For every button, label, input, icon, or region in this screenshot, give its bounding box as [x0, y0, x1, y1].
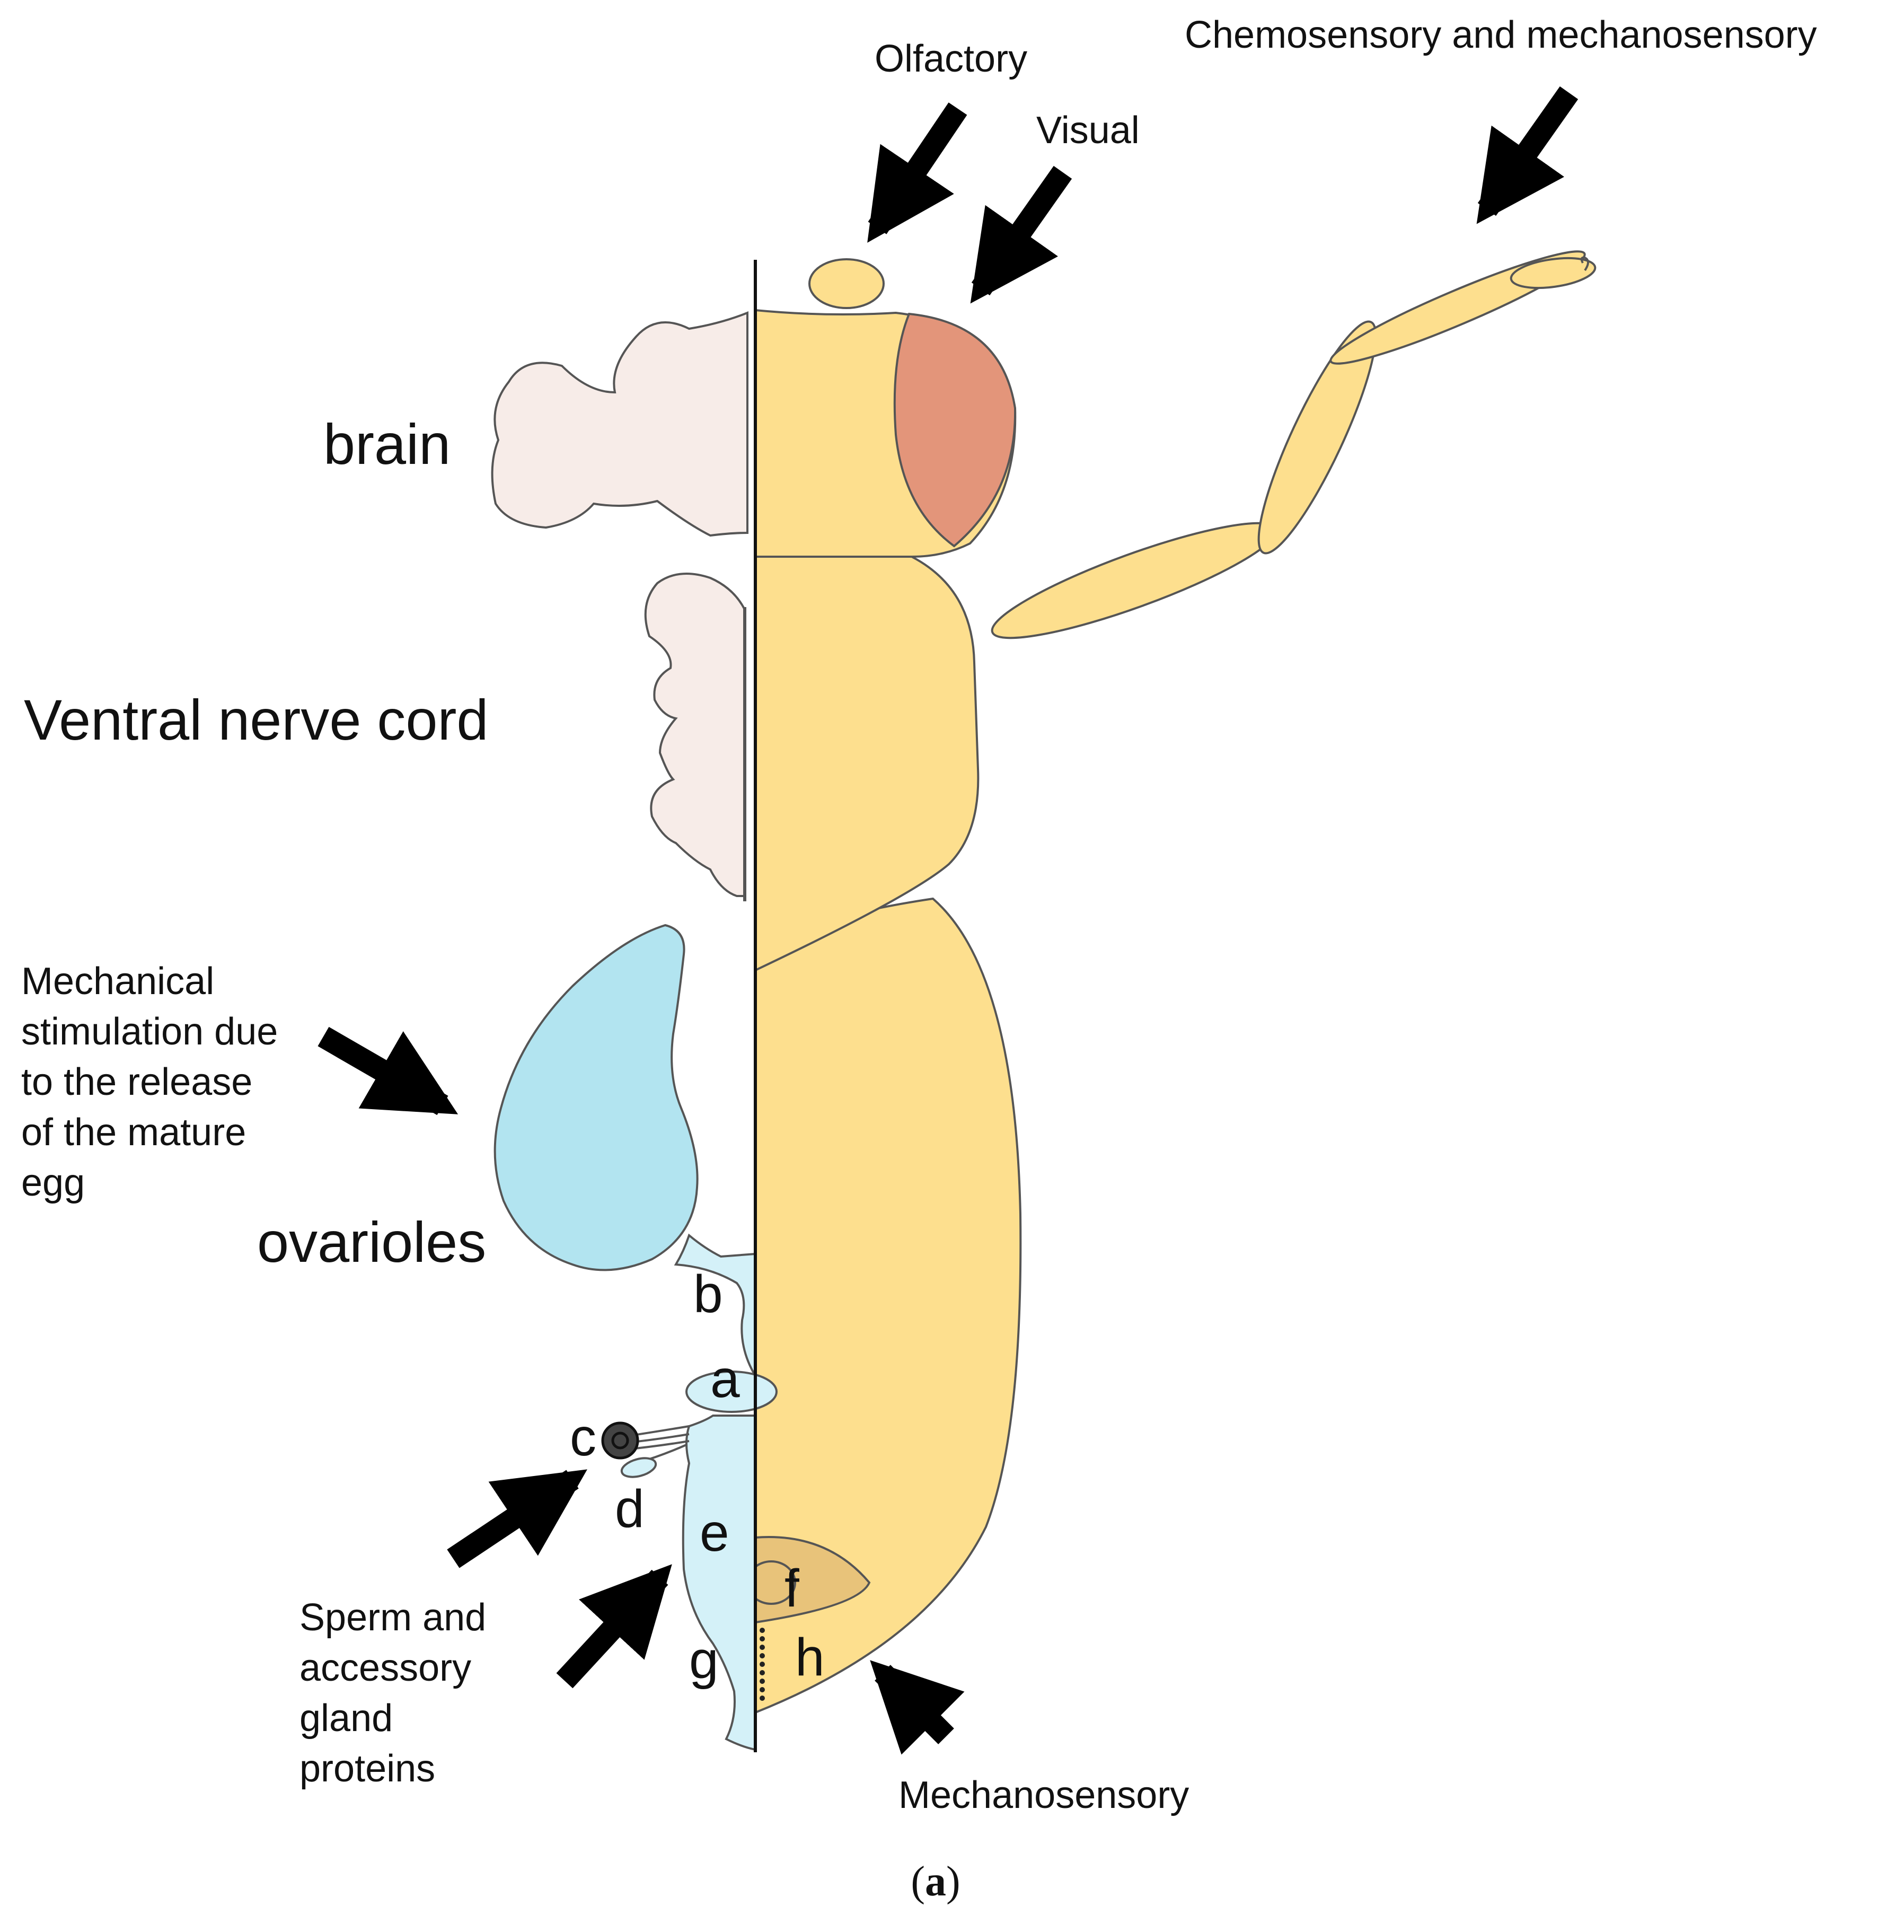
label-chemo-mechano: Chemosensory and mechanosensory: [1185, 14, 1817, 56]
letter-h: h: [795, 1628, 825, 1687]
ventral-nerve-cord: [644, 573, 746, 897]
ovary: [493, 924, 699, 1271]
figure-caption: (a): [911, 1858, 960, 1905]
letter-f: f: [784, 1559, 799, 1618]
label-sperm-proteins: Sperm and accessory gland proteins: [299, 1596, 497, 1790]
letter-c: c: [570, 1408, 596, 1467]
letter-b: b: [693, 1264, 723, 1324]
arrows: [318, 86, 1579, 1755]
oviduct-stalk: [674, 1233, 756, 1380]
sensillum-dot: [760, 1679, 765, 1684]
sensillum-dot: [760, 1696, 765, 1701]
letter-e: e: [700, 1503, 729, 1562]
spermatheca-arrow: [447, 1469, 587, 1568]
label-mechanosensory: Mechanosensory: [898, 1774, 1189, 1816]
letter-d: d: [615, 1479, 645, 1539]
sensillum-dot: [760, 1687, 765, 1692]
sensillum-dot: [760, 1636, 765, 1641]
sperm-arrow: [556, 1564, 672, 1689]
label-olfactory: Olfactory: [875, 38, 1027, 80]
sensillum-dot: [760, 1662, 765, 1667]
leg-arrow: [1476, 86, 1579, 224]
sensillum-dot: [760, 1628, 765, 1633]
olfactory-arrow: [867, 102, 967, 243]
mechanosensory-arrow: [870, 1660, 965, 1755]
compound-eye: [893, 312, 1017, 548]
brain: [491, 311, 748, 537]
label-brain: brain: [323, 412, 451, 476]
spermatheca: [601, 1421, 639, 1460]
label-ovarioles: ovarioles: [257, 1210, 486, 1274]
ovary-arrow: [318, 1026, 459, 1116]
antenna-olfactory-organ: [808, 258, 885, 309]
label-visual: Visual: [1036, 109, 1140, 152]
label-mechanical-stimulation: Mechanical stimulation due to the releas…: [21, 960, 288, 1204]
sensillum-dot: [760, 1670, 765, 1675]
letter-a: a: [710, 1349, 740, 1409]
sensillum-dot: [760, 1645, 765, 1650]
visual-arrow: [970, 165, 1072, 304]
thorax: [754, 556, 980, 972]
label-vnc: Ventral nerve cord: [24, 688, 489, 752]
sensillum-dot: [760, 1653, 765, 1658]
foreleg: [991, 250, 1597, 639]
vaginal-plate-sensilla: [760, 1628, 765, 1701]
letter-g: g: [689, 1630, 719, 1690]
seminal-receptacle: [620, 1457, 657, 1478]
